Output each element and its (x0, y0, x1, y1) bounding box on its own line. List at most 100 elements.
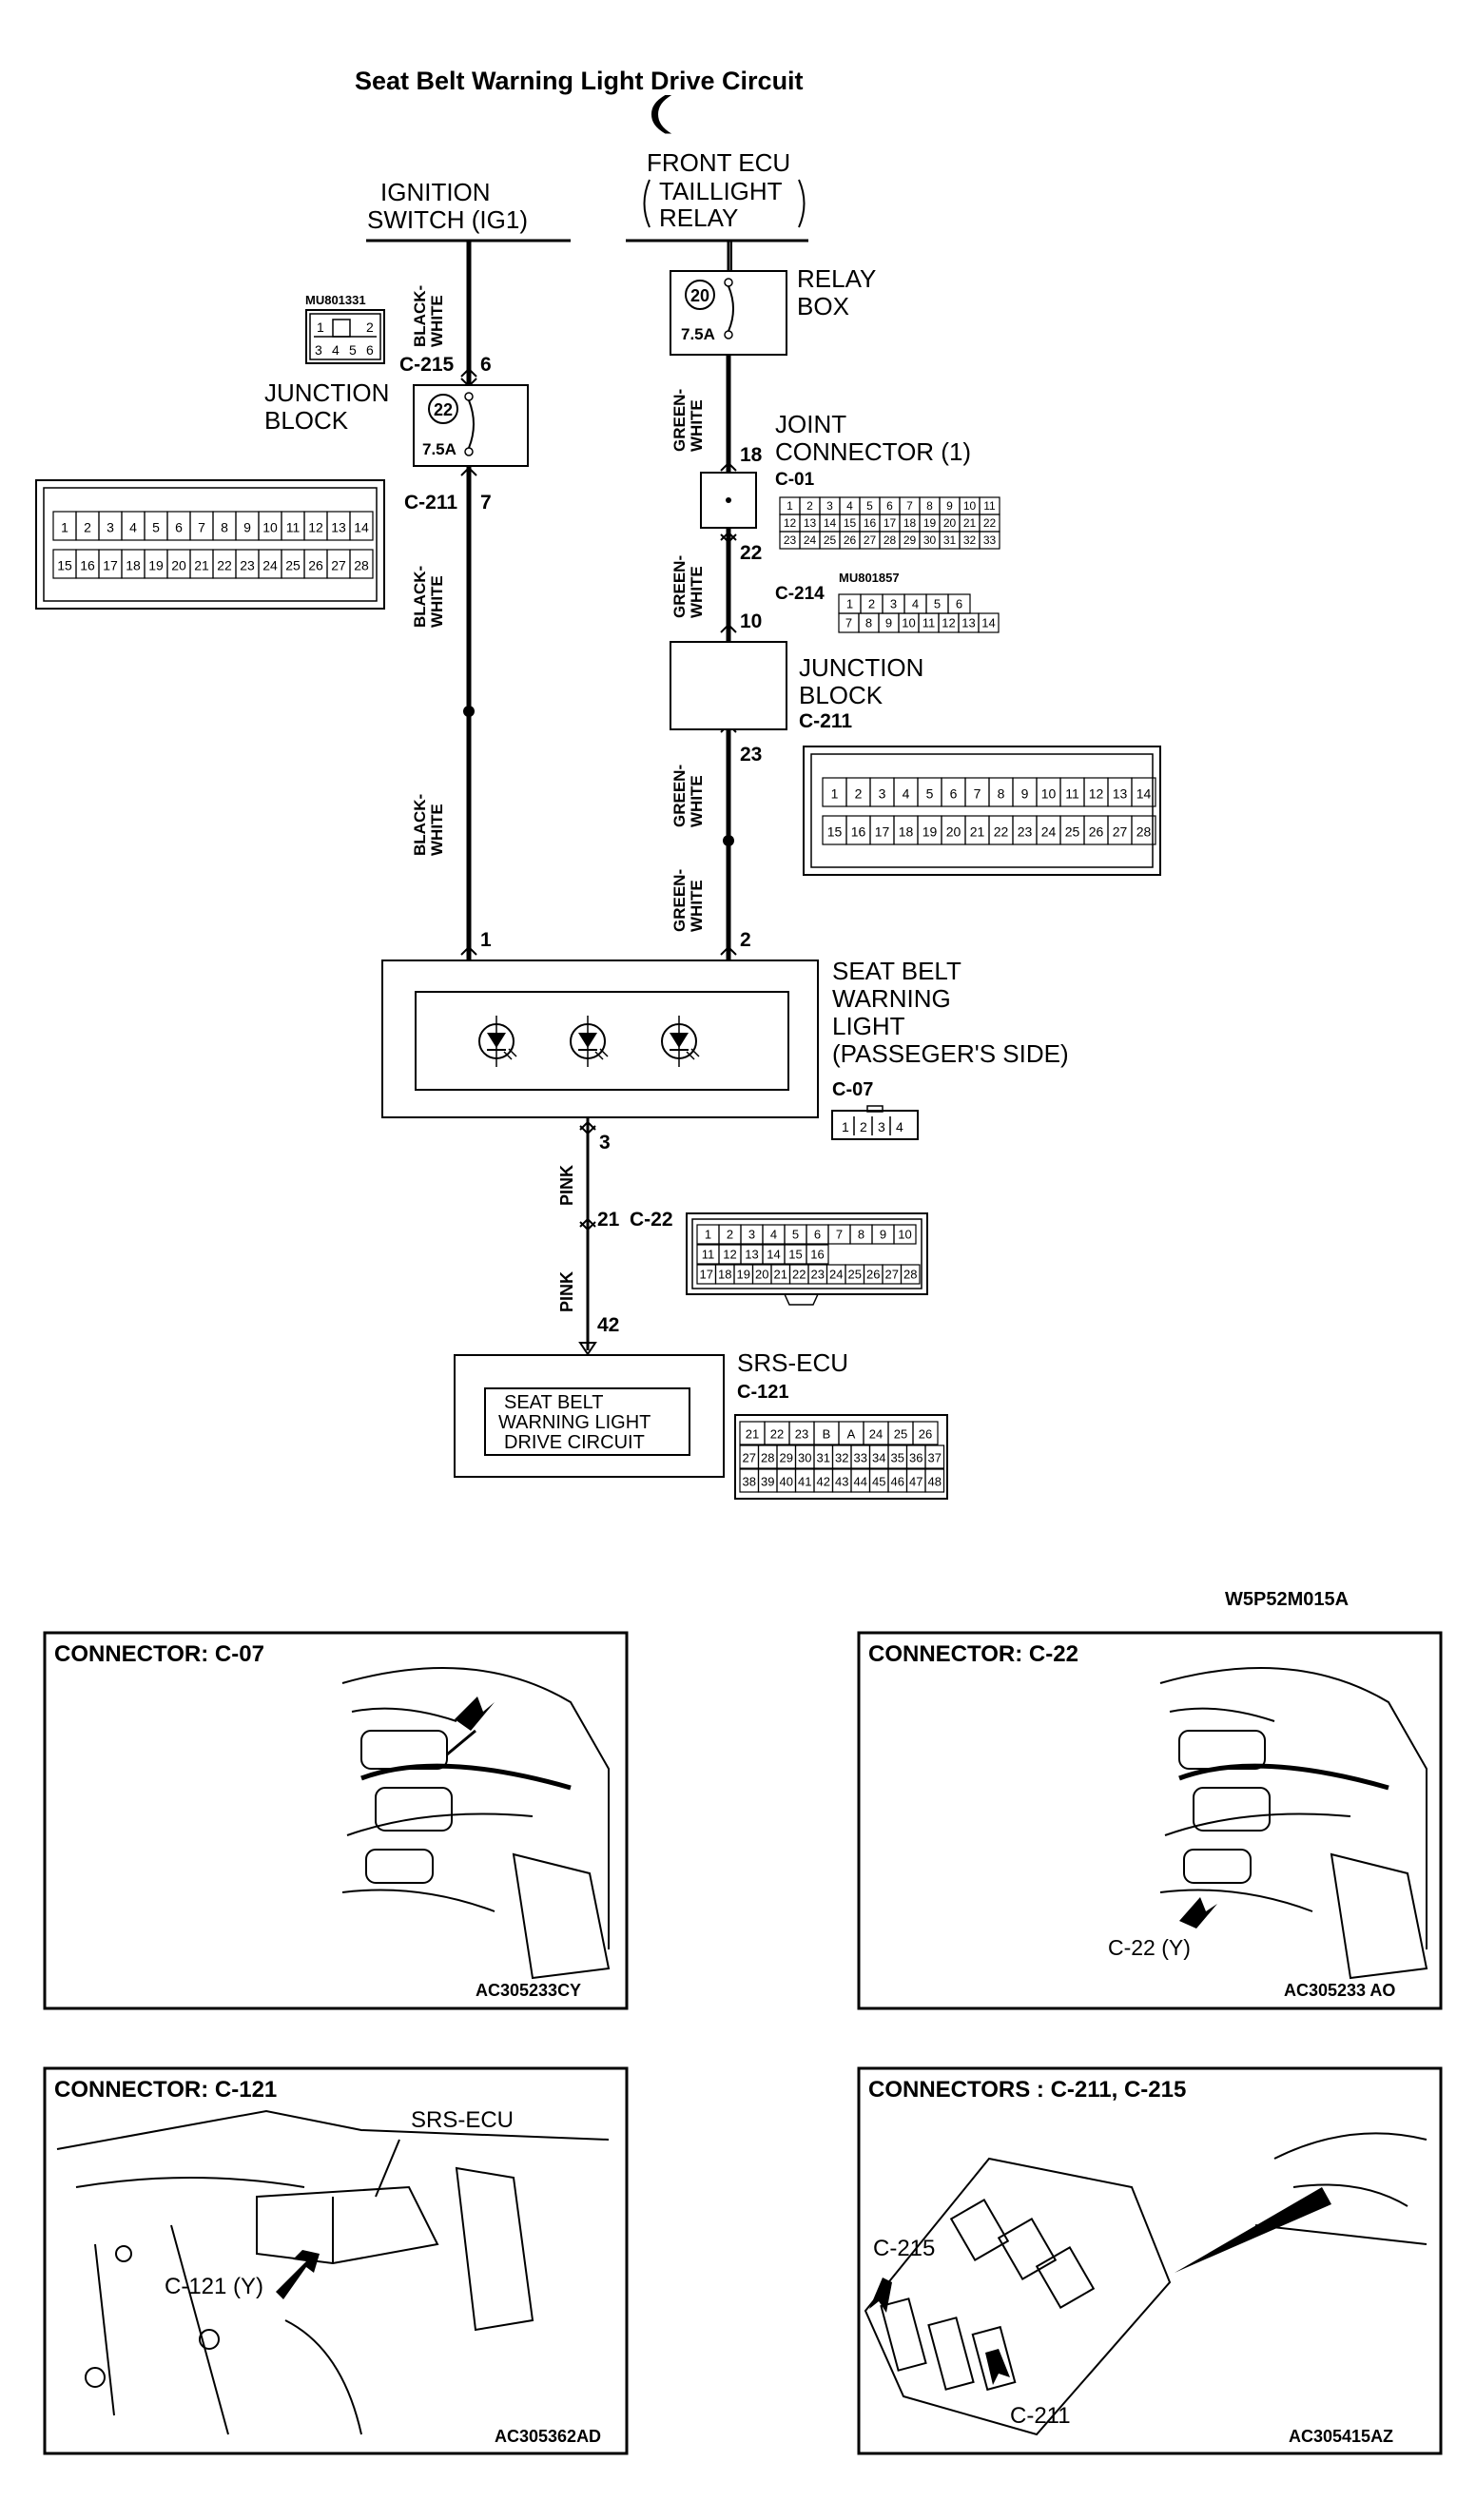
c22-r2-pin: 14 (767, 1247, 780, 1261)
srs-ecu: SEAT BELT WARNING LIGHT DRIVE CIRCUIT SR… (454, 1348, 848, 1478)
c22-r1-pin: 7 (836, 1227, 843, 1241)
c211-right-bottom-pin: 16 (851, 824, 866, 840)
c214-r1-pin: 2 (868, 596, 875, 611)
c121-r3-pin: 46 (891, 1474, 904, 1488)
ignition-switch-source: IGNITION SWITCH (IG1) (366, 178, 571, 242)
c01-r3-pin: 23 (784, 533, 797, 547)
svg-text:BOX: BOX (797, 292, 849, 320)
c22-r1-cell (893, 1224, 917, 1245)
c121-r3-pin: 43 (835, 1474, 848, 1488)
c01-r2-pin: 21 (963, 516, 977, 530)
svg-text:CONNECTOR: C-22: CONNECTOR: C-22 (868, 1641, 1078, 1667)
pin-7: 7 (480, 492, 492, 514)
svg-text:CONNECTOR (1): CONNECTOR (1) (775, 437, 971, 466)
svg-text:WHITE: WHITE (688, 566, 706, 618)
c211-left-top-pin: 10 (262, 520, 278, 535)
c211-right-top-pin: 12 (1089, 786, 1104, 802)
svg-text:AC305362AD: AC305362AD (495, 2427, 601, 2446)
c121-r3-pin: 45 (872, 1474, 885, 1488)
wedge-pointer-icon (1175, 2187, 1331, 2273)
panel-connector-c07: CONNECTOR: C-07 AC305233CY (43, 1631, 629, 2010)
c121-r1-pin: 22 (770, 1426, 784, 1441)
c22-r1-pin: 9 (880, 1227, 886, 1241)
svg-text:BLOCK: BLOCK (799, 681, 884, 709)
c22-r3-pin: 18 (718, 1267, 731, 1281)
c214-r1-pin: 3 (890, 596, 897, 611)
wire-label-gw-1: GREEN- WHITE (670, 389, 706, 452)
svg-text:20: 20 (690, 286, 709, 305)
c121-r3-pin: 44 (854, 1474, 867, 1488)
svg-text:CONNECTOR: C-07: CONNECTOR: C-07 (54, 1641, 264, 1667)
svg-text:WHITE: WHITE (688, 399, 706, 452)
label-c211-left: C-211 (404, 492, 457, 514)
c121-r2-pin: 36 (909, 1450, 922, 1464)
c214-r2-pin: 10 (902, 615, 915, 630)
c214-r2-pin: 13 (961, 615, 975, 630)
pointer-arrow-icon (869, 2278, 892, 2313)
c01-r3-pin: 30 (923, 533, 937, 547)
c211-right-top-pin: 4 (903, 786, 910, 802)
junction-block-right: JUNCTION BLOCK C-211 (670, 641, 923, 732)
c121-r1-pin: 25 (894, 1426, 907, 1441)
c211-right-top-pin: 9 (1021, 786, 1029, 802)
c211-right-bottom-pin: 21 (970, 824, 985, 840)
label-c22: C-22 (630, 1209, 673, 1231)
c01-r2-pin: 13 (804, 516, 817, 530)
panel-connector-c22: CONNECTOR: C-22 AC305233 AO C-22 (Y) (857, 1631, 1443, 2010)
c01-r3-pin: 29 (903, 533, 917, 547)
c01-r2-pin: 15 (844, 516, 857, 530)
c22-r3-pin: 17 (700, 1267, 713, 1281)
svg-text:PINK: PINK (557, 1165, 576, 1206)
label-mu801857: MU801857 (839, 571, 900, 585)
led-icon (661, 1016, 700, 1067)
svg-text:CONNECTORS : C-211, C-215: CONNECTORS : C-211, C-215 (868, 2077, 1186, 2103)
c211-left-bottom-pin: 27 (331, 558, 346, 573)
svg-text:22: 22 (740, 542, 762, 564)
c211-left-bottom-pin: 15 (57, 558, 72, 573)
svg-text:7.5A: 7.5A (681, 325, 715, 343)
front-ecu-label-line1: FRONT ECU (647, 148, 790, 177)
c214-r2-pin: 8 (865, 615, 872, 630)
svg-text:AC305233CY: AC305233CY (476, 1981, 581, 2000)
svg-text:BLACK-: BLACK- (411, 566, 429, 628)
c211-right-top-pin: 1 (831, 786, 839, 802)
c121-r2-pin: 37 (928, 1450, 942, 1464)
c211-left-top-pin: 9 (243, 520, 251, 535)
svg-text:C-01: C-01 (775, 470, 815, 490)
svg-text:WHITE: WHITE (428, 804, 446, 856)
svg-text:5: 5 (349, 342, 357, 358)
svg-text:SRS-ECU: SRS-ECU (411, 2107, 514, 2133)
c211-left-top-pin: 12 (308, 520, 323, 535)
ignition-label-line1: IGNITION (380, 178, 491, 206)
led-icon (570, 1016, 609, 1067)
c01-r3-pin: 33 (983, 533, 997, 547)
connector-c07: 1 2 3 4 (831, 1105, 919, 1140)
svg-text:PINK: PINK (557, 1271, 576, 1312)
pointer-arrow-icon (1179, 1897, 1217, 1929)
c211-left-top-pin: 5 (152, 520, 160, 535)
c22-r1-pin: 8 (858, 1227, 864, 1241)
c22-r3-pin: 21 (774, 1267, 787, 1281)
c121-r1-pin: A (847, 1426, 856, 1441)
c01-r1-pin: 3 (826, 499, 833, 513)
c121-r3-pin: 40 (780, 1474, 793, 1488)
c01-r1-pin: 5 (866, 499, 873, 513)
c01-r2-pin: 20 (943, 516, 957, 530)
svg-text:WHITE: WHITE (688, 775, 706, 827)
front-ecu-label-line2: TAILLIGHT (659, 177, 783, 205)
svg-text:BLOCK: BLOCK (264, 406, 349, 435)
c121-r1-cell (912, 1421, 939, 1445)
c22-r3-pin: 28 (903, 1267, 917, 1281)
c121-r3-pin: 48 (928, 1474, 942, 1488)
pin-3: 3 (599, 1132, 611, 1153)
c211-right-bottom-pin: 23 (1018, 824, 1033, 840)
wire-label-gw-3: GREEN- WHITE (670, 765, 706, 827)
c211-right-bottom-pin: 15 (827, 824, 843, 840)
c211-left-top-pin: 1 (61, 520, 68, 535)
c01-r1-pin: 1 (787, 499, 793, 513)
c01-r3-pin: 27 (864, 533, 877, 547)
c121-r2-pin: 28 (761, 1450, 774, 1464)
black-white-wire (460, 241, 477, 960)
c211-right-bottom-pin: 20 (946, 824, 961, 840)
